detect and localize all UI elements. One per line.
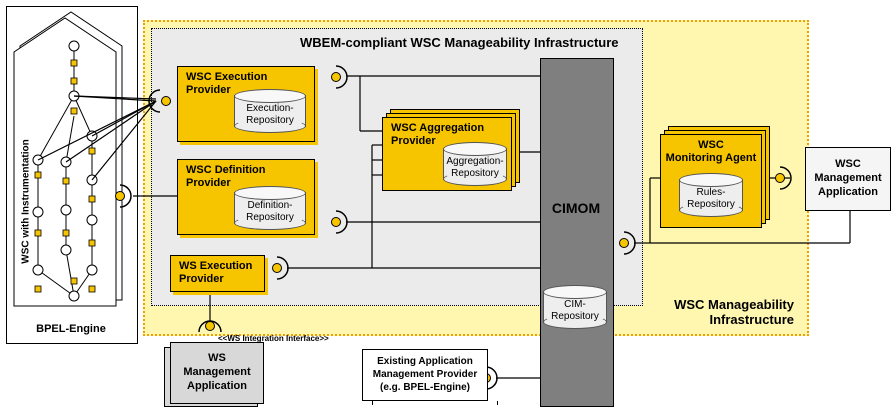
existing-provider-line2: Management Provider — [372, 369, 478, 380]
wsc-aggregation-provider: WSC Aggregation Provider Aggregation- Re… — [382, 117, 512, 191]
wsc-monitoring-agent: WSC Monitoring Agent Rules- Repository — [660, 134, 762, 228]
manageability-infrastructure-label-2: Infrastructure — [709, 312, 794, 327]
wsc-mgmt-app-line2: Management — [814, 172, 882, 184]
rules-repo-line1: Rules- — [696, 187, 726, 198]
aggregation-repo-line1: Aggregation- — [446, 156, 504, 167]
ws-mgmt-app-line1: WS — [208, 352, 226, 364]
execution-repo-line1: Execution- — [246, 103, 294, 114]
ws-execution-title-2: Provider — [179, 273, 224, 285]
ws-execution-provider: WS Execution Provider — [170, 255, 265, 292]
monitoring-agent-title-2: Monitoring Agent — [665, 152, 757, 164]
rules-repo-line2: Repository — [687, 199, 735, 210]
ws-management-application: WS Management Application — [170, 342, 264, 404]
cim-repo-line1: CIM- — [564, 299, 586, 310]
wsc-instrumentation-label: WSC with Instrumentation — [20, 139, 32, 264]
manageability-infrastructure-label-1: WSC Manageability — [674, 297, 794, 312]
execution-repository: Execution- Repository — [234, 89, 306, 133]
execution-provider-title-1: WSC Execution — [186, 71, 268, 83]
existing-provider-line3: (e.g. BPEL-Engine) — [380, 382, 470, 393]
cim-repo-line2: Repository — [551, 311, 599, 322]
rules-repository: Rules- Repository — [679, 173, 743, 217]
execution-provider-title-2: Provider — [186, 84, 231, 96]
existing-application-management-provider: Existing Application Management Provider… — [362, 349, 488, 401]
execution-repo-line2: Repository — [246, 115, 294, 126]
wsc-execution-provider: WSC Execution Provider Execution- Reposi… — [177, 66, 315, 142]
definition-repo-line2: Repository — [246, 212, 294, 223]
definition-repo-line1: Definition- — [247, 200, 293, 211]
cim-repository: CIM- Repository — [543, 285, 607, 329]
aggregation-provider-title-1: WSC Aggregation — [391, 122, 485, 134]
wsc-mgmt-app-line1: WSC — [835, 158, 861, 170]
monitoring-agent-title-1: WSC — [698, 139, 724, 151]
definition-repository: Definition- Repository — [234, 186, 306, 230]
definition-provider-title-2: Provider — [186, 177, 231, 189]
wsc-management-application: WSC Management Application — [805, 147, 891, 211]
wbem-infrastructure-label: WBEM-compliant WSC Manageability Infrast… — [300, 35, 619, 50]
ws-integration-interface-label: <<WS Integration Interface>> — [218, 334, 329, 343]
definition-provider-title-1: WSC Definition — [186, 164, 266, 176]
ws-execution-title-1: WS Execution — [179, 260, 253, 272]
existing-provider-line1: Existing Application — [377, 356, 473, 367]
aggregation-repo-line2: Repository — [451, 168, 499, 179]
bpel-engine-label: BPEL-Engine — [36, 323, 106, 335]
cimom-label: CIMOM — [551, 200, 601, 216]
ws-mgmt-app-line3: Application — [187, 380, 247, 392]
ws-mgmt-app-line2: Management — [183, 366, 251, 378]
wsc-mgmt-app-line3: Application — [818, 186, 878, 198]
cimom — [540, 58, 614, 407]
existing-provider-shadow — [372, 401, 498, 405]
wsc-definition-provider: WSC Definition Provider Definition- Repo… — [177, 159, 315, 235]
aggregation-repository: Aggregation- Repository — [443, 142, 507, 186]
aggregation-provider-title-2: Provider — [391, 135, 436, 147]
